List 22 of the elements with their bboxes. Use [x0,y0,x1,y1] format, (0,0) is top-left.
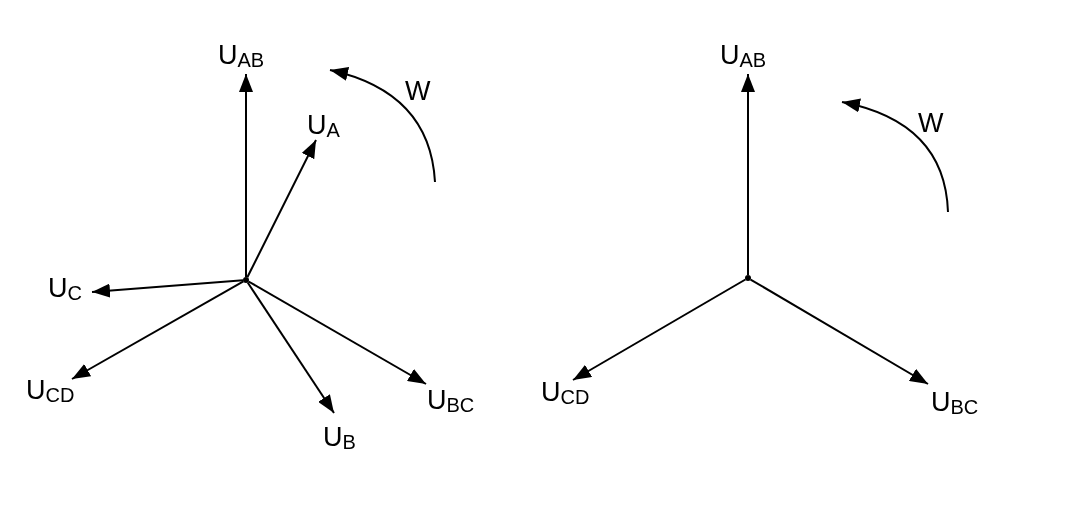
phasor-label: U$_{BC}$ [427,387,475,415]
phasor-label: U$_{BC}$ [931,389,979,417]
phasor-arrow [572,278,747,381]
phasor-label: U$_{B}$ [323,424,356,452]
phasor-label: U$_{C}$ [48,275,82,303]
phasor-label: U$_{CD}$ [541,379,590,407]
phasor-arrow [91,279,244,298]
phasor-arrow [246,281,335,414]
phasor-label: U$_{CD}$ [26,377,75,405]
phasor-label: U$_{AB}$ [720,42,767,70]
phasor-arrow [71,280,245,380]
origin-point [745,275,751,281]
phasor-label: U$_{AB}$ [218,42,265,70]
phasor-arrow [239,73,253,278]
phasor-label: U$_{A}$ [307,112,340,140]
phasor-arrow [246,139,317,279]
rotation-label: W [405,78,431,105]
phasor-arrow [741,73,755,276]
rotation-label: W [918,110,944,137]
phasor-arrow [247,280,427,385]
phasor-arrow [749,278,929,385]
origin-point [243,277,249,283]
